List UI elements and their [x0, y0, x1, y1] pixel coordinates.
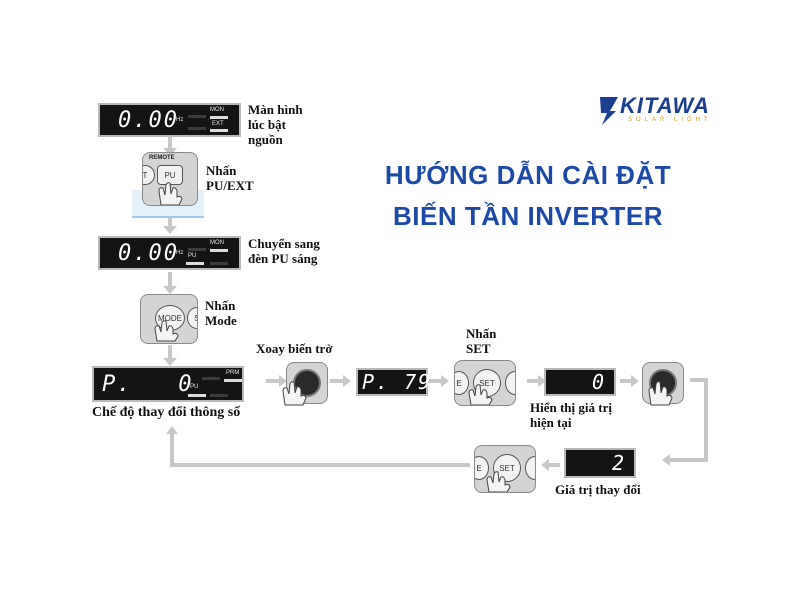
label-line: Màn hình [248, 102, 303, 117]
hand-icon [158, 182, 183, 205]
right-key[interactable] [505, 371, 515, 395]
label-line: đèn PU sáng [248, 251, 318, 266]
page-title-line-1: HƯỚNG DẪN CÀI ĐẶT [384, 160, 672, 190]
display-power-on: 0.00 Hz MON EXT [98, 103, 241, 137]
prm-label: PRM [226, 370, 240, 376]
label-line: Mode [205, 313, 237, 328]
logo-mark-icon [600, 97, 618, 125]
unit-hz-label: Hz [176, 117, 184, 123]
led-indicator [186, 262, 204, 265]
mode-keypad[interactable]: MODE S [140, 294, 198, 344]
display-p79: P. 79 [356, 368, 430, 396]
pu-ext-keypad[interactable]: REMOTE T PU [142, 152, 198, 206]
pu-label: PU [188, 253, 197, 259]
led-indicator [188, 394, 206, 397]
display-value: P. 79 [362, 370, 433, 394]
label-param-mode: Chế độ thay đổi thông số [92, 405, 241, 420]
logo-tagline: SOLAR LIGHT [628, 117, 712, 123]
label-line: PU/EXT [206, 178, 254, 193]
label-current-value: Hiển thị giá trị hiện tại [530, 400, 612, 430]
mon-label: MON [210, 240, 224, 246]
label-power-on: Màn hình lúc bật nguồn [248, 102, 303, 147]
label-line: nguồn [248, 132, 283, 147]
return-line-bottom [170, 432, 470, 467]
led-indicator [210, 394, 228, 397]
label-press-set: Nhấn SET [466, 326, 496, 356]
mon-label: MON [210, 107, 224, 113]
return-line-right [668, 378, 708, 462]
display-value: P. 0 [102, 372, 194, 397]
hand-icon [648, 381, 673, 406]
led-indicator [210, 129, 228, 132]
hand-icon [468, 384, 493, 405]
kitawa-logo: KITAWA SOLAR LIGHT [598, 93, 718, 131]
label-press-pu: Nhấn PU/EXT [206, 163, 254, 193]
label-line: Nhấn [206, 163, 237, 178]
label-line: Nhấn [205, 298, 236, 313]
logo-brand: KITAWA [620, 93, 710, 118]
pu-label: PU [190, 384, 199, 390]
label-line: Chuyển sang [248, 236, 320, 251]
led-indicator [188, 248, 206, 251]
ext-label: EXT [212, 121, 224, 127]
display-value: 2 [611, 451, 626, 475]
label-line: Nhấn [466, 326, 497, 341]
t-key[interactable]: T [143, 165, 155, 185]
s-key[interactable]: S [187, 307, 197, 329]
page-title-line-2: BIẾN TẦN INVERTER [393, 201, 663, 231]
label-line: SET [466, 341, 491, 356]
set-keypad-1[interactable]: E SET [454, 360, 516, 406]
display-param: P. 0 PU PRM [92, 366, 244, 402]
display-current-value: 0 [544, 368, 616, 396]
label-line: lúc bật [248, 117, 286, 132]
label-press-mode: Nhấn Mode [205, 298, 237, 328]
hand-icon [282, 381, 307, 406]
dial-knob-2[interactable] [642, 362, 684, 406]
display-value: 0.00 [118, 241, 179, 266]
led-indicator [202, 377, 220, 380]
led-indicator [188, 127, 206, 130]
display-value: 0.00 [118, 108, 179, 133]
display-pu-mode: 0.00 Hz MON PU [98, 236, 241, 270]
right-key[interactable] [525, 456, 535, 480]
label-changed-value: Giá trị thay đổi [555, 482, 641, 497]
led-indicator [188, 115, 206, 118]
remote-label: REMOTE [149, 155, 175, 161]
led-indicator [224, 379, 242, 382]
unit-hz-label: Hz [176, 250, 184, 256]
led-indicator [210, 116, 228, 119]
led-indicator [210, 249, 228, 252]
led-indicator [210, 262, 228, 265]
label-line: Hiển thị giá trị [530, 400, 612, 415]
display-value: 0 [591, 370, 606, 394]
hand-icon [486, 471, 511, 492]
label-line: hiện tại [530, 415, 572, 430]
label-switch-pu: Chuyển sang đèn PU sáng [248, 236, 320, 266]
hand-icon [154, 320, 179, 342]
label-rotate: Xoay biến trở [256, 341, 333, 356]
set-keypad-2[interactable]: E SET [474, 445, 536, 493]
display-changed-value: 2 [564, 448, 636, 478]
dial-knob-1[interactable] [282, 362, 328, 406]
